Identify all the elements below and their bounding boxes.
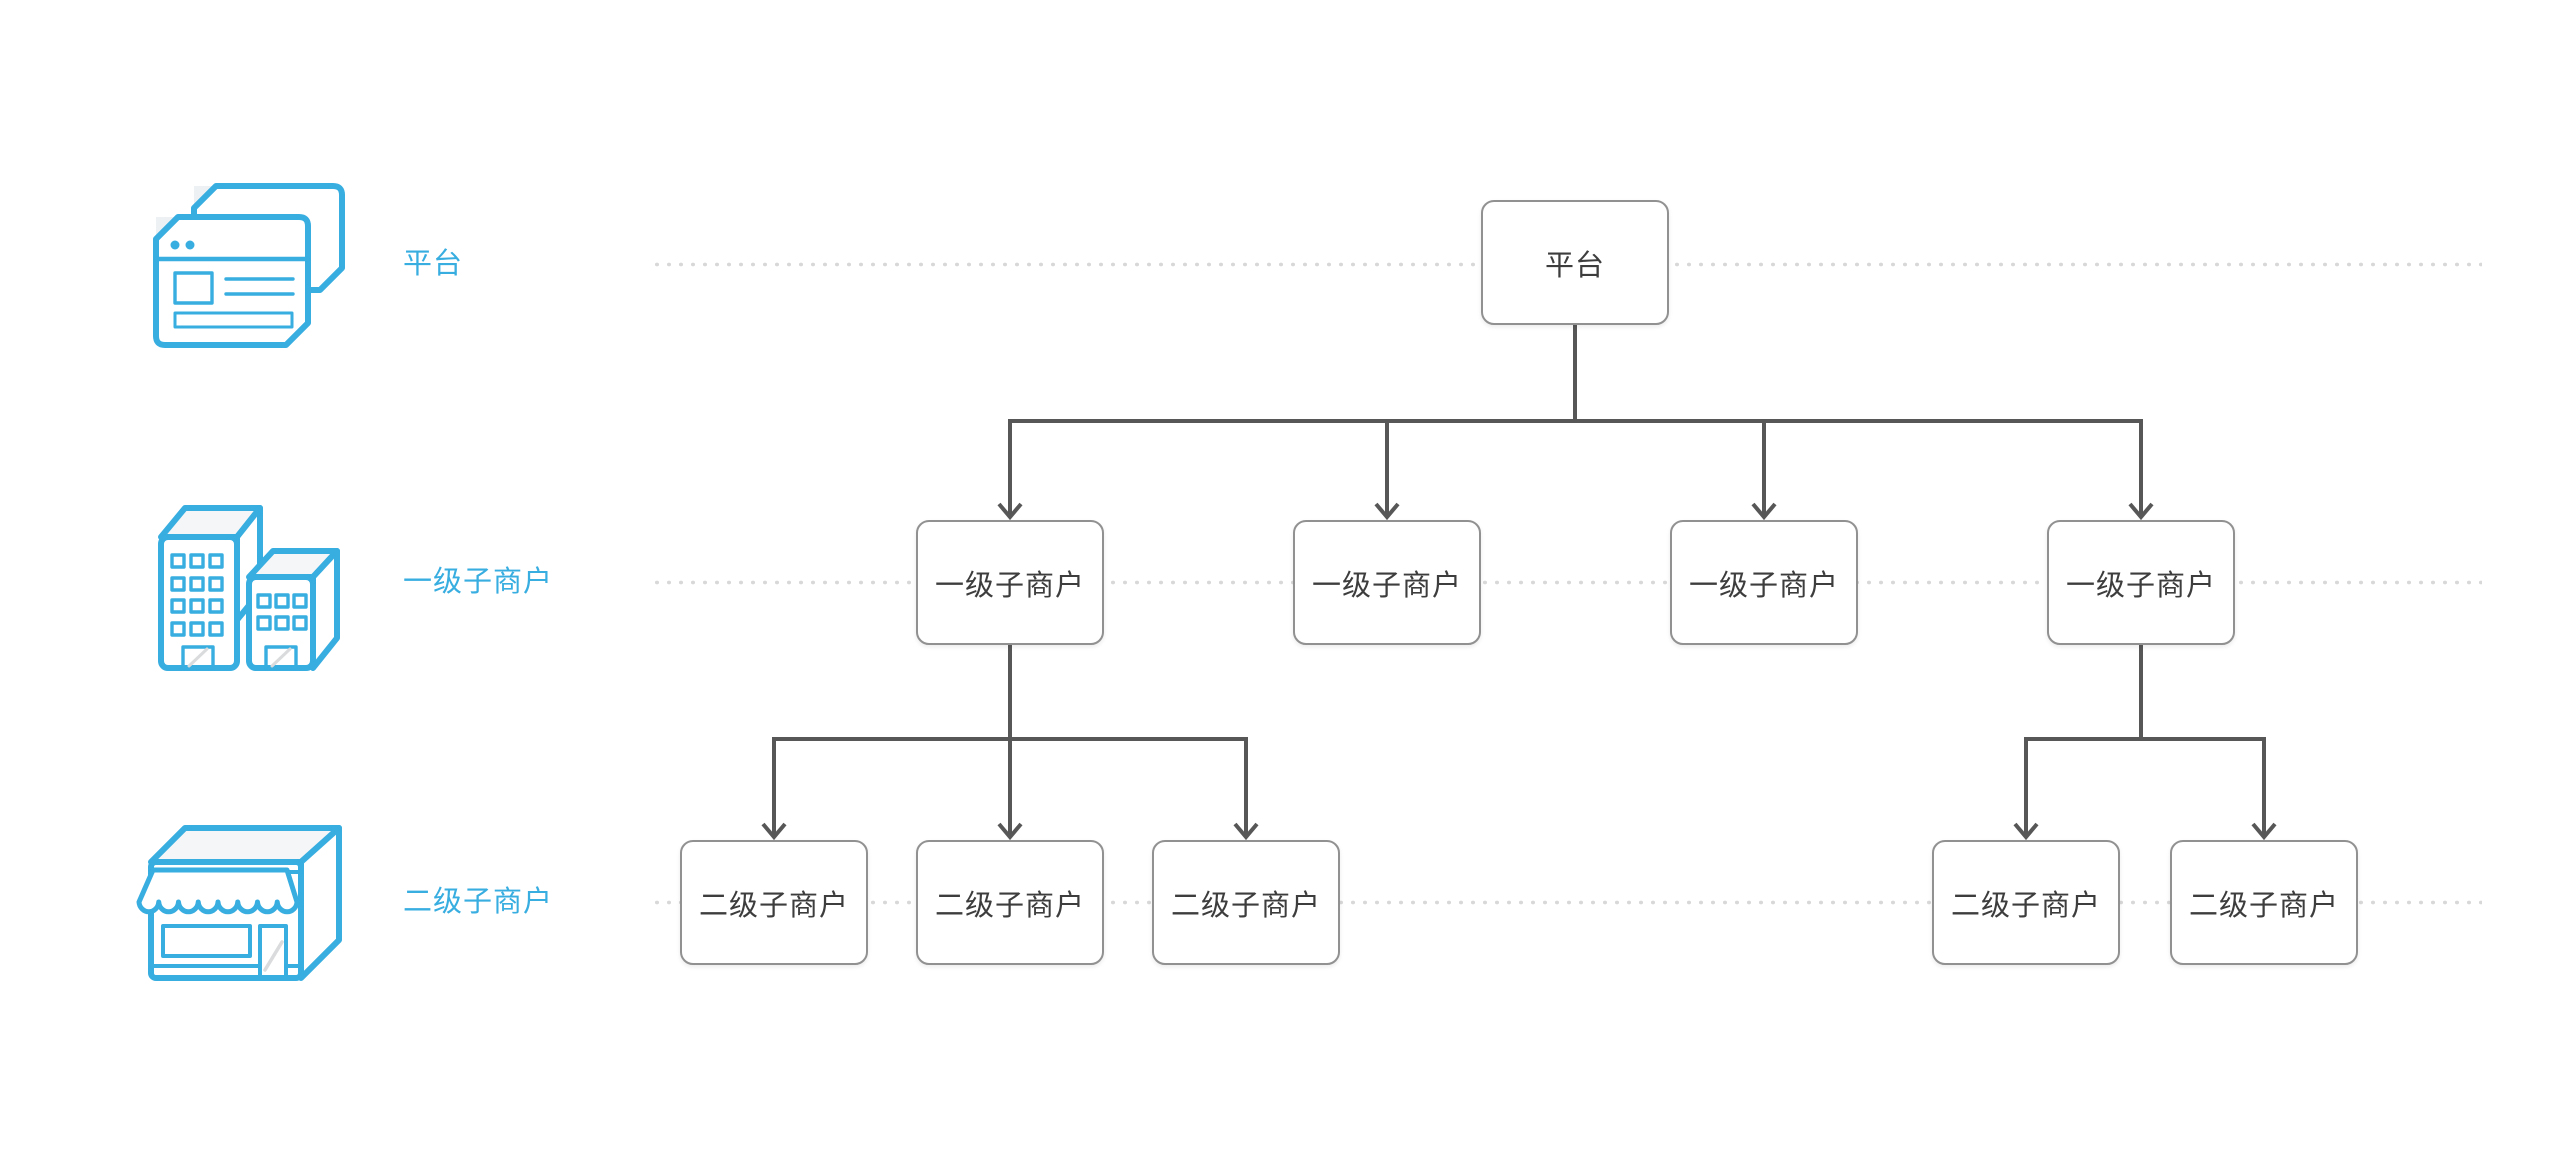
storefront-icon <box>135 820 347 993</box>
arrow-down-icon <box>997 822 1023 841</box>
legend-label-level2: 二级子商户 <box>403 886 554 918</box>
legend-label-level1: 一级子商户 <box>403 566 554 598</box>
arrow-down-icon <box>761 822 787 841</box>
arrow-down-icon <box>1374 502 1400 521</box>
node-level1-merchant: 一级子商户 <box>2047 520 2235 645</box>
node-platform: 平台 <box>1481 200 1669 325</box>
node-level2-merchant: 二级子商户 <box>1152 840 1340 965</box>
legend-label-platform: 平台 <box>403 248 464 280</box>
arrow-down-icon <box>1751 502 1777 521</box>
arrow-down-icon <box>1233 822 1259 841</box>
arrow-down-icon <box>2013 822 2039 841</box>
level-guide-line-level1 <box>651 580 2482 585</box>
node-level2-merchant: 二级子商户 <box>1932 840 2120 965</box>
connector-line <box>2024 737 2266 837</box>
node-level2-merchant: 二级子商户 <box>2170 840 2358 965</box>
arrow-down-icon <box>997 502 1023 521</box>
office-buildings-icon <box>155 498 345 678</box>
browser-windows-icon <box>150 180 360 355</box>
node-level1-merchant: 一级子商户 <box>1670 520 1858 645</box>
arrow-down-icon <box>2251 822 2277 841</box>
arrow-down-icon <box>2128 502 2154 521</box>
node-level2-merchant: 二级子商户 <box>680 840 868 965</box>
node-level1-merchant: 一级子商户 <box>1293 520 1481 645</box>
node-level2-merchant: 二级子商户 <box>916 840 1104 965</box>
node-level1-merchant: 一级子商户 <box>916 520 1104 645</box>
level-guide-line-level2 <box>651 900 2482 905</box>
connector-line <box>1008 419 2143 517</box>
